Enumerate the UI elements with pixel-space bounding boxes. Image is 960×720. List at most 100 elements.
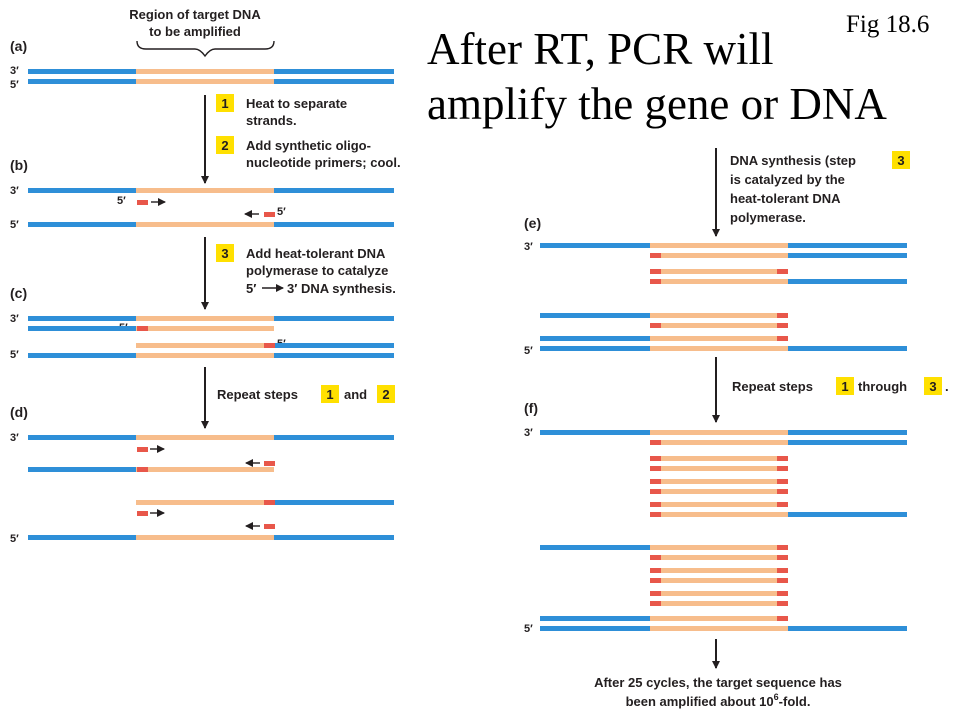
step-1-badge	[321, 385, 339, 403]
repeat-through-text: through	[858, 379, 907, 394]
step-3-text-line-2: polymerase to catalyze	[246, 263, 388, 278]
synthesis-note-line-1: DNA synthesis (step	[730, 153, 856, 168]
footer-line-2-main: been amplified about 10	[626, 694, 774, 709]
step-2-text-line-2: nucleotide primers; cool.	[246, 155, 401, 170]
primer	[777, 578, 788, 583]
dna-strand-flank	[274, 316, 394, 321]
dna-strand-flank	[540, 430, 650, 435]
footer-exponent: 6	[774, 692, 779, 702]
target-region	[650, 502, 788, 507]
primer	[650, 456, 661, 461]
end-label-5prime: 5′	[10, 533, 19, 545]
end-label-3prime: 3′	[524, 427, 533, 439]
target-region	[650, 323, 788, 328]
panel-e-label: (e)	[524, 215, 541, 231]
dna-strand-flank	[28, 188, 136, 193]
panel-a-label: (a)	[10, 38, 27, 54]
panel-d-label: (d)	[10, 404, 28, 420]
step-1-badge	[836, 377, 854, 395]
primer	[650, 269, 661, 274]
dna-strand-flank	[540, 616, 650, 621]
dna-strand-flank	[788, 279, 907, 284]
primer	[650, 512, 661, 517]
dna-strand-flank	[540, 626, 650, 631]
dna-strand-flank	[28, 69, 136, 74]
step-3-text-line-1: Add heat-tolerant DNA	[246, 246, 386, 261]
primer	[137, 447, 148, 452]
primer	[650, 253, 661, 258]
target-region	[650, 479, 788, 484]
panel-c-label: (c)	[10, 285, 27, 301]
footer-line-1: After 25 cycles, the target sequence has	[594, 675, 842, 690]
repeat-steps-text: Repeat steps	[217, 387, 298, 402]
dna-strand-flank	[28, 435, 136, 440]
dna-strand-flank	[28, 467, 136, 472]
end-label-5prime: 5′	[10, 349, 19, 361]
dna-strand-flank	[540, 313, 650, 318]
step-3-badge	[924, 377, 942, 395]
figure-label: Fig 18.6	[846, 11, 930, 38]
step-3-number: 3	[929, 379, 936, 394]
dna-strand-flank	[28, 326, 136, 331]
target-region	[136, 435, 274, 440]
primer	[777, 555, 788, 560]
target-region	[136, 353, 274, 358]
primer	[650, 555, 661, 560]
dna-strand-flank	[788, 346, 907, 351]
primer	[777, 456, 788, 461]
step-3-badge	[892, 151, 910, 169]
step-1-badge	[216, 94, 234, 112]
target-region	[136, 343, 274, 348]
panel-f-label: (f)	[524, 400, 538, 416]
dna-strand-flank	[28, 316, 136, 321]
end-label-3prime: 3′	[10, 65, 19, 77]
target-region	[136, 535, 274, 540]
target-region	[650, 269, 788, 274]
dna-strand-flank	[540, 336, 650, 341]
dna-strand-flank	[788, 440, 907, 445]
end-label-3prime: 3′	[10, 432, 19, 444]
footer-line-2-end: -fold.	[779, 694, 811, 709]
step-2-text-line-1: Add synthetic oligo-	[246, 138, 371, 153]
target-region	[136, 467, 274, 472]
primer	[777, 269, 788, 274]
primer	[650, 502, 661, 507]
primer	[777, 591, 788, 596]
target-region	[650, 512, 788, 517]
primer	[777, 502, 788, 507]
dna-strand-flank	[788, 253, 907, 258]
primer	[777, 466, 788, 471]
primer	[137, 511, 148, 516]
step-1-text-line-1: Heat to separate	[246, 96, 347, 111]
target-region	[650, 578, 788, 583]
dna-strand-flank	[274, 500, 394, 505]
panel-b-label: (b)	[10, 157, 28, 173]
dna-strand-flank	[788, 430, 907, 435]
end-label-3prime: 3′	[10, 185, 19, 197]
primer	[650, 568, 661, 573]
target-region	[650, 601, 788, 606]
target-region	[136, 316, 274, 321]
dna-strand-flank	[274, 222, 394, 227]
end-label-5prime: 5′	[524, 623, 533, 635]
target-region	[650, 489, 788, 494]
step-1-number: 1	[326, 387, 333, 402]
primer	[650, 440, 661, 445]
target-region	[650, 555, 788, 560]
dna-strand-flank	[274, 435, 394, 440]
dna-strand-flank	[788, 626, 907, 631]
primer	[650, 323, 661, 328]
primer-arrows	[150, 198, 260, 530]
title-line-1: After RT, PCR will	[427, 24, 774, 74]
region-label-line-2: to be amplified	[149, 24, 241, 39]
title-line-2: amplify the gene or DNA	[427, 79, 887, 129]
primer	[777, 479, 788, 484]
synthesis-note-line-4: polymerase.	[730, 210, 806, 225]
target-region	[650, 591, 788, 596]
primer	[650, 466, 661, 471]
primer	[777, 489, 788, 494]
region-label-line-1: Region of target DNA	[129, 7, 261, 22]
primer	[264, 212, 275, 217]
target-region	[650, 568, 788, 573]
